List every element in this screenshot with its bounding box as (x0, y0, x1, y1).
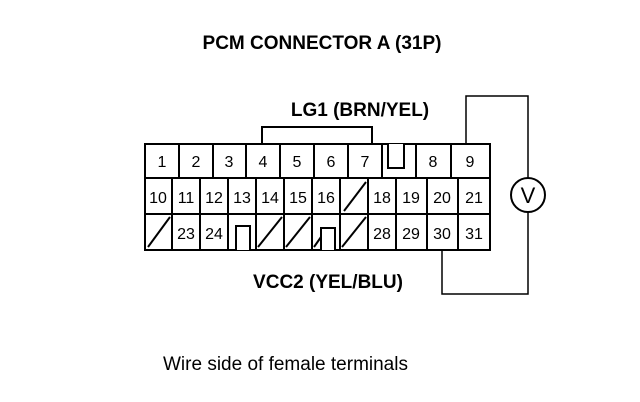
pin-9: 9 (466, 154, 475, 171)
row3-empty-cavities (147, 216, 367, 248)
voltmeter-icon: V (510, 177, 546, 213)
diagram-caption: Wire side of female terminals (163, 354, 408, 375)
row2-pin-numbers: 10 11 12 13 14 15 16 18 19 20 21 (149, 190, 483, 207)
pin-31: 31 (465, 226, 483, 243)
pin-15: 15 (289, 190, 307, 207)
pin-13: 13 (233, 190, 251, 207)
row3-dividers (171, 214, 459, 250)
pin-19: 19 (402, 190, 420, 207)
pin-30: 30 (433, 226, 451, 243)
pin-28: 28 (373, 226, 391, 243)
vcc2-label: VCC2 (YEL/BLU) (253, 272, 403, 293)
pin-7: 7 (361, 154, 370, 171)
pin-5: 5 (293, 154, 302, 171)
pin-3: 3 (225, 154, 234, 171)
pin-4: 4 (259, 154, 268, 171)
pin-20: 20 (433, 190, 451, 207)
probe-wire-pin9 (465, 95, 529, 178)
key-notch-top (387, 144, 405, 169)
row3-pin-numbers: 23 24 28 29 30 31 (177, 226, 483, 243)
pin-23: 23 (177, 226, 195, 243)
row1-pin-numbers: 1 2 3 4 5 6 7 8 9 (158, 154, 475, 171)
row2-dividers (171, 178, 459, 214)
pin-16: 16 (317, 190, 335, 207)
pin-21: 21 (465, 190, 483, 207)
key-notch-bottom-left (235, 225, 251, 250)
pin-14: 14 (261, 190, 279, 207)
voltmeter-symbol: V (521, 183, 536, 208)
lg1-key-bracket (261, 126, 373, 144)
row1-dividers (178, 144, 452, 178)
lg1-label: LG1 (BRN/YEL) (291, 100, 429, 121)
pin-1: 1 (158, 154, 167, 171)
pin-12: 12 (205, 190, 223, 207)
diagram-title: PCM CONNECTOR A (31P) (203, 33, 442, 54)
pin-6: 6 (327, 154, 336, 171)
connector-housing (144, 143, 491, 251)
pin-2: 2 (192, 154, 201, 171)
pin-8: 8 (429, 154, 438, 171)
pin-18: 18 (373, 190, 391, 207)
empty-cavity-17 (343, 181, 367, 212)
key-notch-bottom-right (320, 227, 336, 250)
pin-11: 11 (178, 190, 195, 207)
probe-wire-pin30 (441, 212, 529, 295)
pin-10: 10 (149, 190, 167, 207)
pin-29: 29 (402, 226, 420, 243)
pin-24: 24 (205, 226, 223, 243)
